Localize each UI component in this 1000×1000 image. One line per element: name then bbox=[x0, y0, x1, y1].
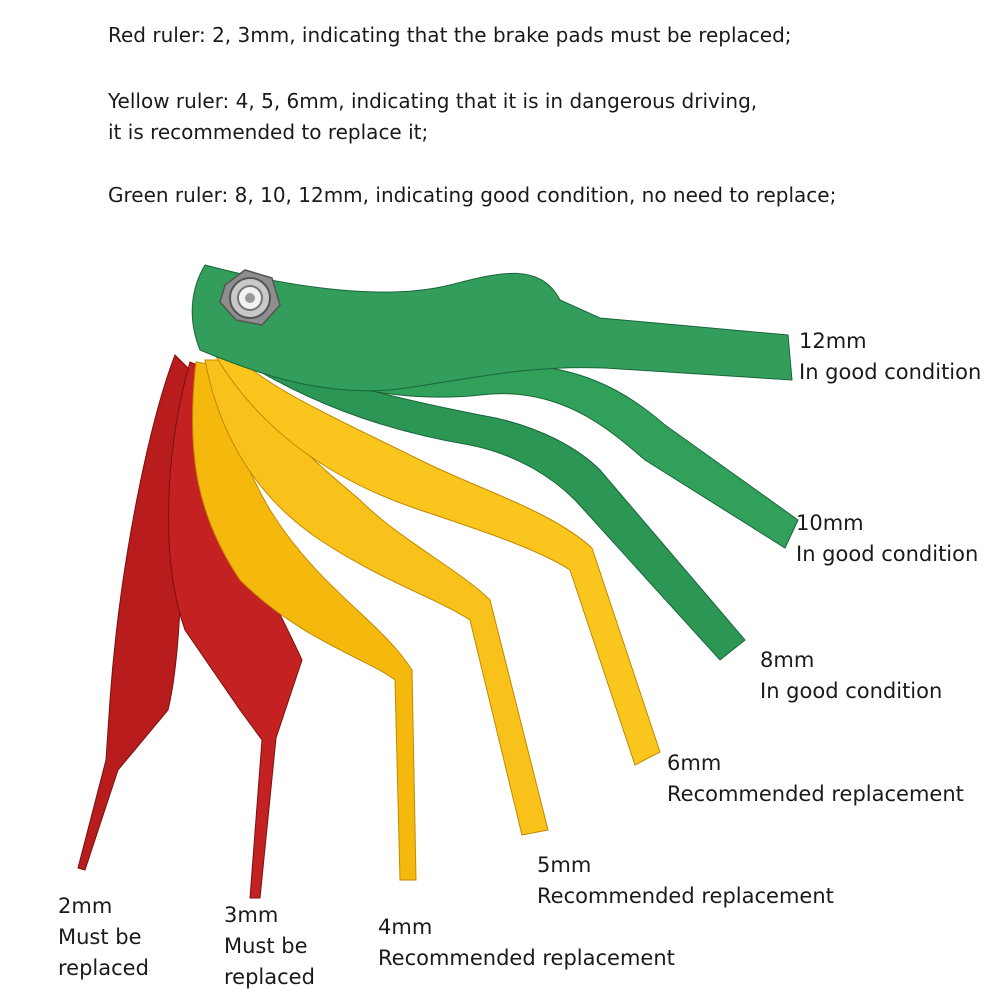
label-2mm-status-line1: Must be bbox=[58, 925, 142, 949]
label-10mm-size: 10mm bbox=[796, 511, 864, 535]
label-12mm-status: In good condition bbox=[799, 360, 982, 384]
label-8mm: 8mm In good condition bbox=[760, 645, 942, 707]
green-ruler-12mm bbox=[191, 264, 793, 392]
label-5mm-status: Recommended replacement bbox=[537, 884, 834, 908]
note-green-ruler: Green ruler: 8, 10, 12mm, indicating goo… bbox=[108, 180, 836, 211]
label-6mm-status: Recommended replacement bbox=[667, 782, 964, 806]
label-6mm-size: 6mm bbox=[667, 751, 722, 775]
label-2mm-status-line2: replaced bbox=[58, 956, 149, 980]
label-5mm-size: 5mm bbox=[537, 853, 592, 877]
note-green-text: Green ruler: 8, 10, 12mm, indicating goo… bbox=[108, 183, 837, 207]
label-3mm-size: 3mm bbox=[224, 903, 279, 927]
label-3mm-status-line1: Must be bbox=[224, 934, 308, 958]
note-red-ruler: Red ruler: 2, 3mm, indicating that the b… bbox=[108, 20, 792, 51]
label-8mm-size: 8mm bbox=[760, 648, 815, 672]
yellow-ruler-6mm bbox=[214, 354, 661, 766]
hinge-bolt-icon bbox=[219, 269, 281, 326]
note-yellow-ruler: Yellow ruler: 4, 5, 6mm, indicating that… bbox=[108, 86, 757, 148]
label-12mm: 12mm In good condition bbox=[799, 326, 981, 388]
label-4mm: 4mm Recommended replacement bbox=[378, 912, 675, 974]
label-10mm-status: In good condition bbox=[796, 542, 979, 566]
label-4mm-size: 4mm bbox=[378, 915, 433, 939]
red-ruler-2mm bbox=[77, 354, 191, 871]
note-yellow-text-line1: Yellow ruler: 4, 5, 6mm, indicating that… bbox=[108, 89, 758, 113]
label-5mm: 5mm Recommended replacement bbox=[537, 850, 834, 912]
label-10mm: 10mm In good condition bbox=[796, 508, 978, 570]
note-red-text: Red ruler: 2, 3mm, indicating that the b… bbox=[108, 23, 792, 47]
label-6mm: 6mm Recommended replacement bbox=[667, 748, 964, 810]
note-yellow-text-line2: it is recommended to replace it; bbox=[108, 120, 429, 144]
label-2mm: 2mm Must be replaced bbox=[58, 891, 149, 984]
label-8mm-status: In good condition bbox=[760, 679, 943, 703]
label-12mm-size: 12mm bbox=[799, 329, 867, 353]
label-2mm-size: 2mm bbox=[58, 894, 113, 918]
label-3mm-status-line2: replaced bbox=[224, 965, 315, 989]
label-4mm-status: Recommended replacement bbox=[378, 946, 675, 970]
label-3mm: 3mm Must be replaced bbox=[224, 900, 315, 993]
